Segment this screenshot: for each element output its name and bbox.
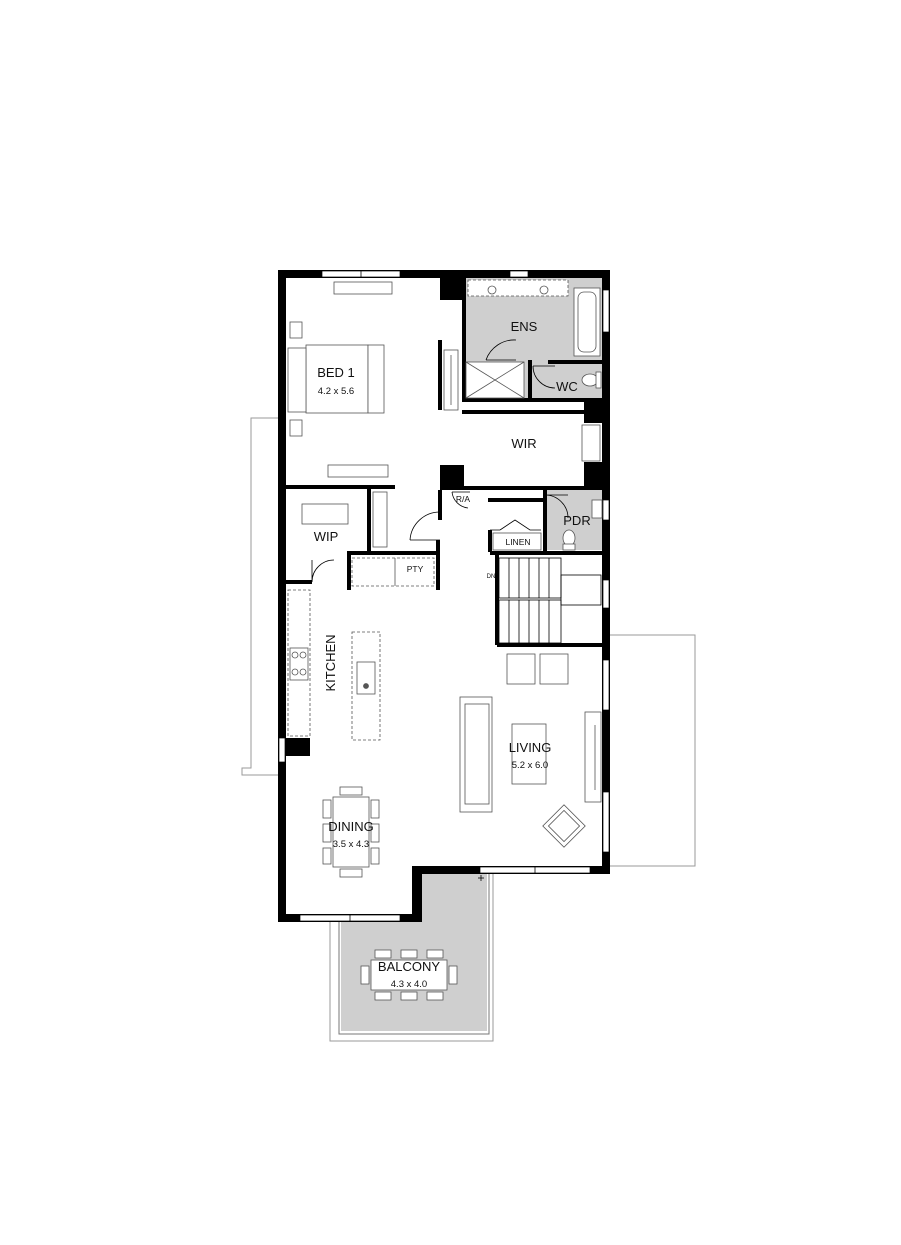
label-dn: DN (487, 574, 496, 580)
column-wir-left (440, 465, 464, 490)
dining-table (332, 796, 370, 868)
window-left-stair (278, 737, 286, 763)
window-mullions (349, 271, 536, 921)
armchair-right (539, 653, 569, 685)
door-wc (532, 365, 556, 389)
basin-left (487, 285, 497, 295)
bed1-dresser-bottom (327, 464, 389, 478)
bed1-dresser-top (333, 281, 393, 295)
label-ra: R/A (456, 494, 471, 504)
column-bed1-top-right (440, 278, 464, 300)
window-living-right-2 (602, 791, 610, 853)
storage-shelves (301, 491, 542, 587)
label-balcony: BALCONY (378, 959, 440, 974)
interior-walls (286, 278, 605, 647)
label-ens: ENS (511, 319, 538, 334)
label-wip: WIP (314, 529, 339, 544)
bed-side-right (367, 344, 385, 414)
ensuite-fixtures (465, 279, 602, 399)
column-wir-right-bottom (584, 462, 602, 488)
label-bed1-size: 4.2 x 5.6 (318, 386, 354, 397)
door-ra (451, 491, 470, 509)
wir-shelf (581, 424, 601, 462)
door-pty-hall (409, 511, 441, 541)
window-stair-right (602, 579, 610, 609)
label-bed1: BED 1 (317, 365, 355, 380)
label-pdr: PDR (563, 513, 590, 528)
bathtub-inner (577, 291, 597, 353)
column-wir-right-top (584, 398, 602, 423)
bedside-table-top (289, 321, 303, 339)
basin-pdr (591, 499, 603, 519)
bed1-furniture (287, 281, 459, 478)
wall-blocks (286, 278, 602, 756)
toilet-wc (581, 373, 599, 387)
tv-unit (584, 711, 602, 803)
bed-headboard (287, 347, 307, 413)
pdr-fixtures (562, 499, 603, 551)
label-dining-size: 3.5 x 4.3 (333, 839, 369, 850)
label-wc: WC (556, 379, 578, 394)
right-ground-outline (610, 634, 696, 867)
basin-right (539, 285, 549, 295)
kitchen-fixtures (287, 589, 381, 741)
pty-shelf (351, 557, 435, 587)
wall-dining-bay-right (412, 866, 422, 922)
wall-left (278, 270, 286, 922)
window-pdr-right (602, 499, 610, 521)
balcony-table (370, 959, 448, 991)
label-living: LIVING (509, 740, 552, 755)
window-living-right-1 (602, 659, 610, 711)
left-ground-outline (241, 417, 278, 776)
balcony-railing (338, 872, 490, 1035)
label-kitchen: KITCHEN (323, 634, 338, 691)
stair-landing (560, 574, 602, 606)
stairs (498, 557, 602, 644)
kitchen-sink (356, 661, 376, 695)
door-shower (485, 339, 517, 361)
living-furniture (459, 653, 602, 848)
wip-shelf-right (372, 491, 388, 548)
label-linen: LINEN (505, 537, 530, 547)
door-linen (490, 519, 541, 531)
doors (311, 339, 569, 583)
balcony-corner-marks (478, 875, 484, 881)
bed-frame (305, 344, 369, 414)
armchair-left (506, 653, 536, 685)
balcony-outer-outline (329, 870, 494, 1042)
wall-right (602, 270, 610, 874)
label-balcony-size: 4.3 x 4.0 (391, 979, 427, 990)
bedside-table-bottom (289, 419, 303, 437)
window-ens-top (509, 270, 529, 278)
toilet-pdr (562, 529, 576, 547)
coffee-table (511, 723, 547, 785)
room-labels: BED 1 4.2 x 5.6 ENS WC WIR R/A PDR LINEN… (314, 319, 591, 990)
door-pdr (544, 494, 569, 519)
wall-top (278, 270, 610, 278)
window-ens-right (602, 289, 610, 333)
corner-chair (542, 804, 586, 848)
site-outlines (241, 417, 696, 1042)
balcony-furniture (360, 949, 458, 1001)
label-pty: PTY (407, 564, 424, 574)
vanity (467, 279, 569, 297)
wip-shelf-left (301, 503, 349, 525)
label-wir: WIR (511, 436, 536, 451)
dining-furniture (322, 786, 380, 878)
label-living-size: 5.2 x 6.0 (512, 760, 548, 771)
column-kitchen-left (286, 738, 310, 756)
stair-treads (508, 558, 550, 643)
stair-lower-flight (498, 599, 562, 644)
linen-shelf (492, 532, 542, 551)
stair-upper-flight (498, 557, 562, 599)
wir-shelves (581, 424, 601, 462)
door-wip (311, 559, 335, 583)
label-dining: DINING (328, 819, 374, 834)
